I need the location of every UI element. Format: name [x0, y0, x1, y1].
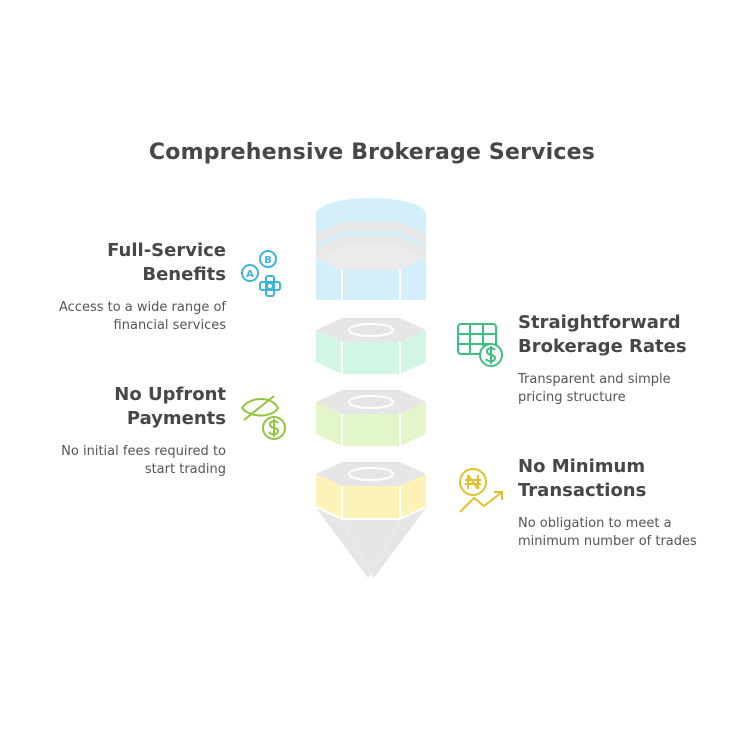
brokerage-rates-description: Transparent and simple pricing structure	[518, 371, 718, 407]
spreadsheet-dollar-icon	[457, 323, 503, 367]
pencil-tip	[316, 508, 426, 578]
pencil-segment-green	[316, 318, 426, 374]
no-upfront-description-line2: start trading	[144, 462, 226, 477]
cap-hex-top	[316, 246, 426, 270]
icon-letter-a: A	[246, 269, 254, 280]
no-minimum-description-line1: No obligation to meet a	[518, 516, 672, 531]
diagram-title: Comprehensive Brokerage Services	[148, 140, 596, 165]
no-minimum-description: No obligation to meet a minimum number o…	[518, 515, 728, 551]
brokerage-rates-description-line2: pricing structure	[518, 390, 626, 405]
pencil-segment-lime	[316, 390, 426, 446]
brokerage-rates-description-line1: Transparent and simple	[518, 372, 671, 387]
no-minimum-description-line2: minimum number of trades	[518, 534, 697, 549]
no-upfront-description: No initial fees required to start tradin…	[20, 443, 226, 479]
pencil-cap-segment	[316, 198, 426, 300]
cap-band-2	[316, 236, 426, 258]
no-minimum-heading-line2: Transactions	[518, 480, 647, 501]
no-minimum-heading: No Minimum Transactions	[518, 455, 718, 503]
no-upfront-description-line1: No initial fees required to	[61, 444, 226, 459]
no-cash-dollar-icon	[240, 395, 286, 440]
full-service-description-line1: Access to a wide range of	[58, 300, 226, 315]
full-service-description: Access to a wide range of financial serv…	[20, 299, 226, 335]
full-service-heading-line1: Full-Service	[107, 240, 226, 261]
naira-growth-icon	[459, 468, 503, 513]
no-upfront-heading: No Upfront Payments	[60, 383, 226, 431]
no-upfront-heading-line1: No Upfront	[114, 384, 226, 405]
full-service-heading: Full-Service Benefits	[60, 239, 226, 287]
brokerage-rates-heading: Straightforward Brokerage Rates	[518, 311, 718, 359]
brokerage-rates-heading-line1: Straightforward	[518, 312, 681, 333]
full-service-description-line2: financial services	[113, 318, 226, 333]
pencil-segment-yellow	[316, 462, 426, 518]
no-upfront-heading-line2: Payments	[126, 408, 226, 429]
no-minimum-heading-line1: No Minimum	[518, 456, 646, 477]
icon-letter-b: B	[264, 255, 272, 266]
abc-blocks-icon: A B	[241, 250, 281, 297]
cap-band-1	[316, 222, 426, 244]
full-service-heading-line2: Benefits	[142, 264, 226, 285]
brokerage-rates-heading-line2: Brokerage Rates	[518, 336, 687, 357]
